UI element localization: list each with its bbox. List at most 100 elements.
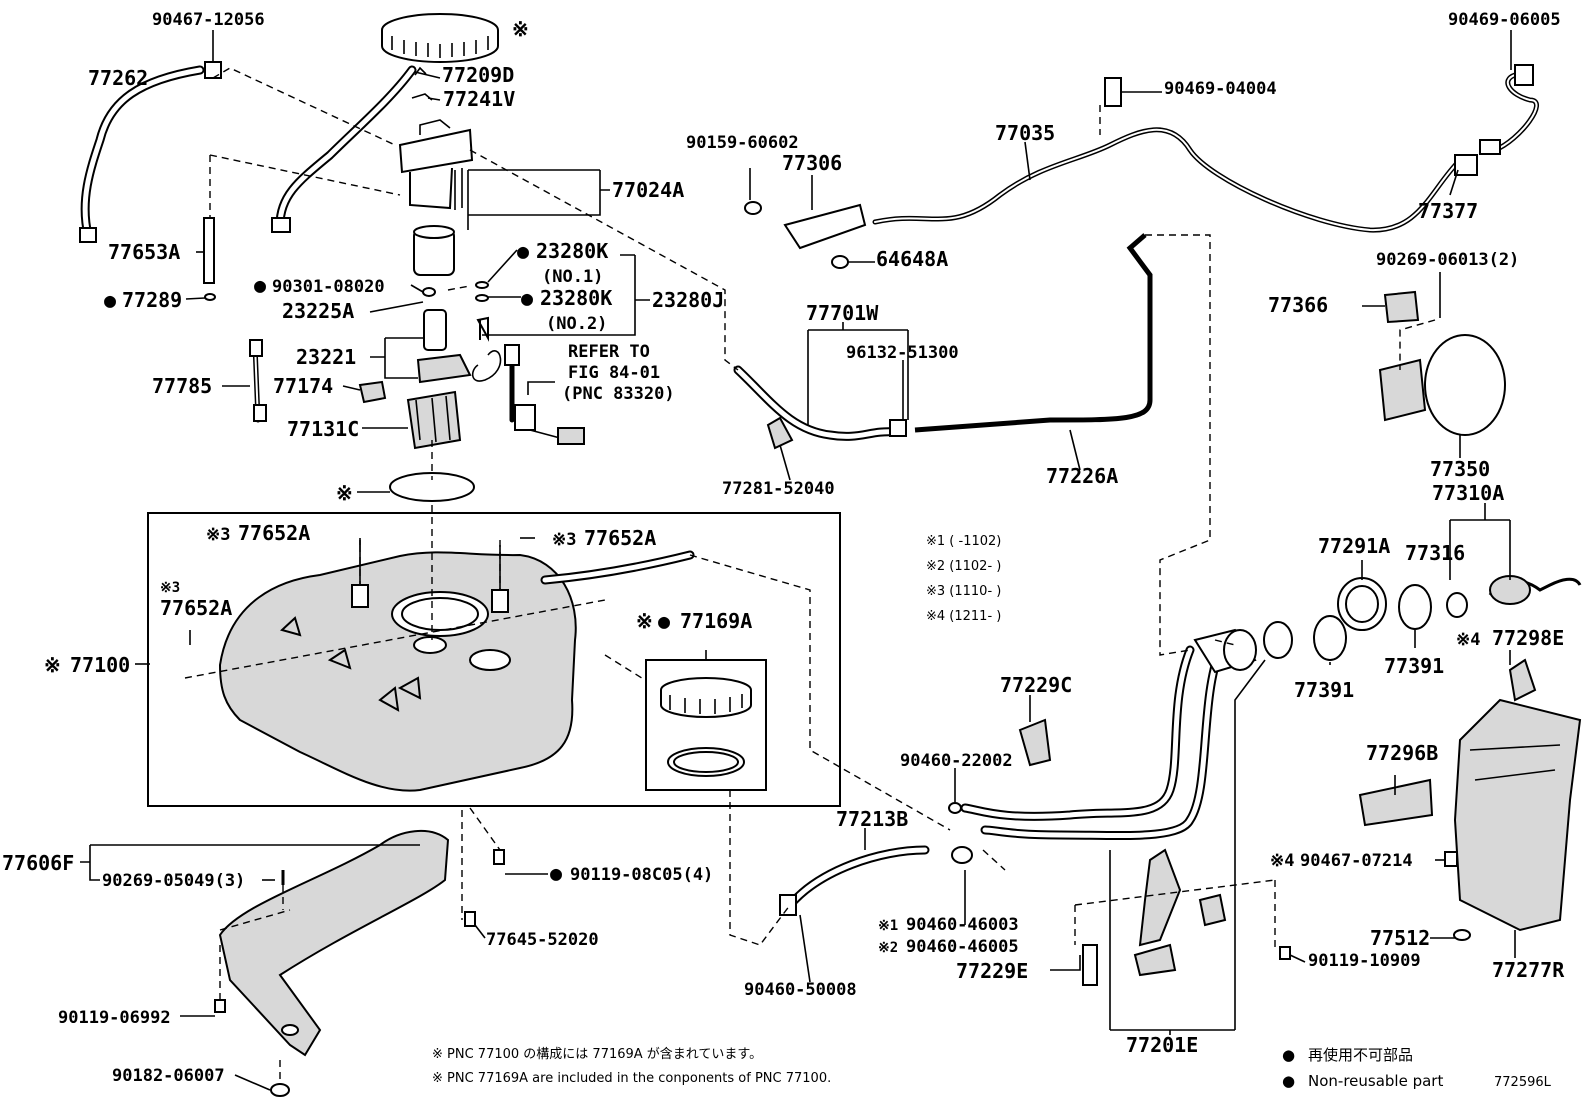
- label-top-ring-mark: ※: [512, 17, 529, 41]
- label-90119-06992: 90119-06992: [58, 1008, 171, 1028]
- label-77226A: 77226A: [1046, 464, 1118, 488]
- label-90460-50008: 90460-50008: [744, 980, 857, 1000]
- label-77174: 77174: [273, 374, 333, 398]
- label-gasket-mark: ※: [336, 481, 353, 505]
- label-23221: 23221: [296, 345, 356, 369]
- label-77366: 77366: [1268, 293, 1328, 317]
- label-90467-12056: 90467-12056: [152, 10, 265, 30]
- label-77100-mark: ※: [44, 653, 61, 677]
- label-77310A: 77310A: [1432, 481, 1504, 505]
- label-77289-mark: ●: [104, 288, 116, 312]
- label-77298E: 77298E: [1492, 626, 1564, 650]
- breather-tubes: [733, 233, 1153, 450]
- figure-code: 772596L: [1494, 1075, 1552, 1090]
- label-77350: 77350: [1430, 457, 1490, 481]
- label-77035: 77035: [995, 121, 1055, 145]
- label-77201E: 77201E: [1126, 1033, 1198, 1057]
- fuel-pump-module: [203, 119, 585, 450]
- label-77209D: 77209D: [442, 63, 514, 87]
- label-77277R: 77277R: [1492, 958, 1565, 982]
- hose-lines: [79, 61, 433, 243]
- retainer-ring-top: [381, 13, 499, 63]
- label-77645-52020: 77645-52020: [486, 930, 599, 950]
- lower-shield: [214, 829, 505, 1097]
- label-90460-46003: 90460-46003: [906, 915, 1019, 935]
- label-77391-b: 77391: [1384, 654, 1444, 678]
- leader-lines: [80, 30, 1516, 1091]
- label-77229E: 77229E: [956, 959, 1028, 983]
- label-77652A-c-ref: ※3: [160, 580, 180, 596]
- label-77652A-a-ref: ※3: [206, 525, 230, 545]
- label-77241V: 77241V: [443, 87, 515, 111]
- label-77131C: 77131C: [287, 417, 359, 441]
- legend-dot-1: ●: [1282, 1046, 1295, 1064]
- fuel-inlet-pipe: [779, 621, 1293, 986]
- date-range-notes: ※1 ( -1102) ※2 (1102- ) ※3 (1110- ) ※4 (…: [926, 534, 1001, 624]
- label-77652A-c: 77652A: [160, 596, 232, 620]
- label-90469-04004: 90469-04004: [1164, 79, 1277, 99]
- label-77652A-a: 77652A: [238, 521, 310, 545]
- label-90469-06005: 90469-06005: [1448, 10, 1561, 30]
- label-77701W: 77701W: [806, 301, 879, 325]
- label-77316: 77316: [1405, 541, 1465, 565]
- label-23280K-1-no: (NO.1): [542, 267, 603, 287]
- label-23280K-2: 23280K: [540, 286, 612, 310]
- legend-en: Non-reusable part: [1308, 1072, 1443, 1090]
- footnotes: ※ PNC 77100 の構成には 77169A が含まれています。 ※ PNC…: [432, 1046, 831, 1086]
- fuel-tank-group: [147, 512, 841, 807]
- label-77262: 77262: [88, 66, 148, 90]
- range-note-3: ※3 (1110- ): [926, 584, 1001, 599]
- label-90301-08020: 90301-08020: [272, 277, 385, 297]
- label-77100: 77100: [70, 653, 130, 677]
- label-90460-46005: 90460-46005: [906, 937, 1019, 957]
- label-90119-08C05: 90119-08C05(4): [570, 865, 713, 885]
- label-90467-07214-ref: ※4: [1270, 851, 1294, 871]
- label-77281-52040: 77281-52040: [722, 479, 835, 499]
- label-77652A-b-ref: ※3: [552, 530, 576, 550]
- label-90182-06007: 90182-06007: [112, 1066, 225, 1086]
- label-77377: 77377: [1418, 199, 1478, 223]
- label-77652A-b: 77652A: [584, 526, 656, 550]
- label-90460-46005-ref: ※2: [878, 940, 898, 956]
- refer-line-1: REFER TO: [568, 342, 650, 362]
- label-77391-a: 77391: [1294, 678, 1354, 702]
- label-90159-60602: 90159-60602: [686, 133, 799, 153]
- label-90301-08020-mark: ●: [254, 273, 266, 297]
- label-77298E-ref: ※4: [1456, 630, 1480, 650]
- label-77169A: 77169A: [680, 609, 752, 633]
- label-23280J: 23280J: [652, 288, 724, 312]
- label-90119-10909: 90119-10909: [1308, 951, 1421, 971]
- range-note-4: ※4 (1211- ): [926, 609, 1001, 624]
- label-23225A: 23225A: [282, 299, 354, 323]
- refer-line-3: (PNC 83320): [562, 384, 675, 404]
- legend-dot-2: ●: [1282, 1072, 1295, 1090]
- label-77606F: 77606F: [2, 851, 74, 875]
- label-90119-08C05-mark: ●: [550, 861, 562, 885]
- footnote-en: ※ PNC 77169A are included in the conpone…: [432, 1071, 831, 1086]
- label-90460-22002: 90460-22002: [900, 751, 1013, 771]
- label-23280K-1-mark: ●: [517, 239, 529, 263]
- label-77291A: 77291A: [1318, 534, 1390, 558]
- label-77306: 77306: [782, 151, 842, 175]
- dashed-connections: [184, 67, 1436, 1082]
- label-77024A: 77024A: [612, 178, 684, 202]
- label-23280K-2-mark: ●: [521, 286, 533, 310]
- part-labels: 90467-12056 77262 77209D 77241V 77024A 7…: [2, 10, 1565, 1086]
- vapor-line: [744, 64, 1539, 269]
- label-23280K-2-no: (NO.2): [546, 314, 607, 334]
- label-77169A-dot: ●: [658, 609, 670, 633]
- range-note-2: ※2 (1102- ): [926, 559, 1001, 574]
- legend: ● 再使用不可部品 ● Non-reusable part 772596L: [1282, 1046, 1552, 1090]
- label-77296B: 77296B: [1366, 741, 1438, 765]
- legend-jp: 再使用不可部品: [1308, 1046, 1413, 1064]
- label-64648A: 64648A: [876, 247, 948, 271]
- refer-line-2: FIG 84-01: [568, 363, 660, 383]
- label-77512: 77512: [1370, 926, 1430, 950]
- label-23280K-1: 23280K: [536, 239, 608, 263]
- label-77785: 77785: [152, 374, 212, 398]
- label-77213B: 77213B: [836, 807, 908, 831]
- fuel-lid-area: [1279, 290, 1582, 960]
- gasket-ring: [389, 472, 475, 502]
- label-90269-05049: 90269-05049(3): [102, 871, 245, 891]
